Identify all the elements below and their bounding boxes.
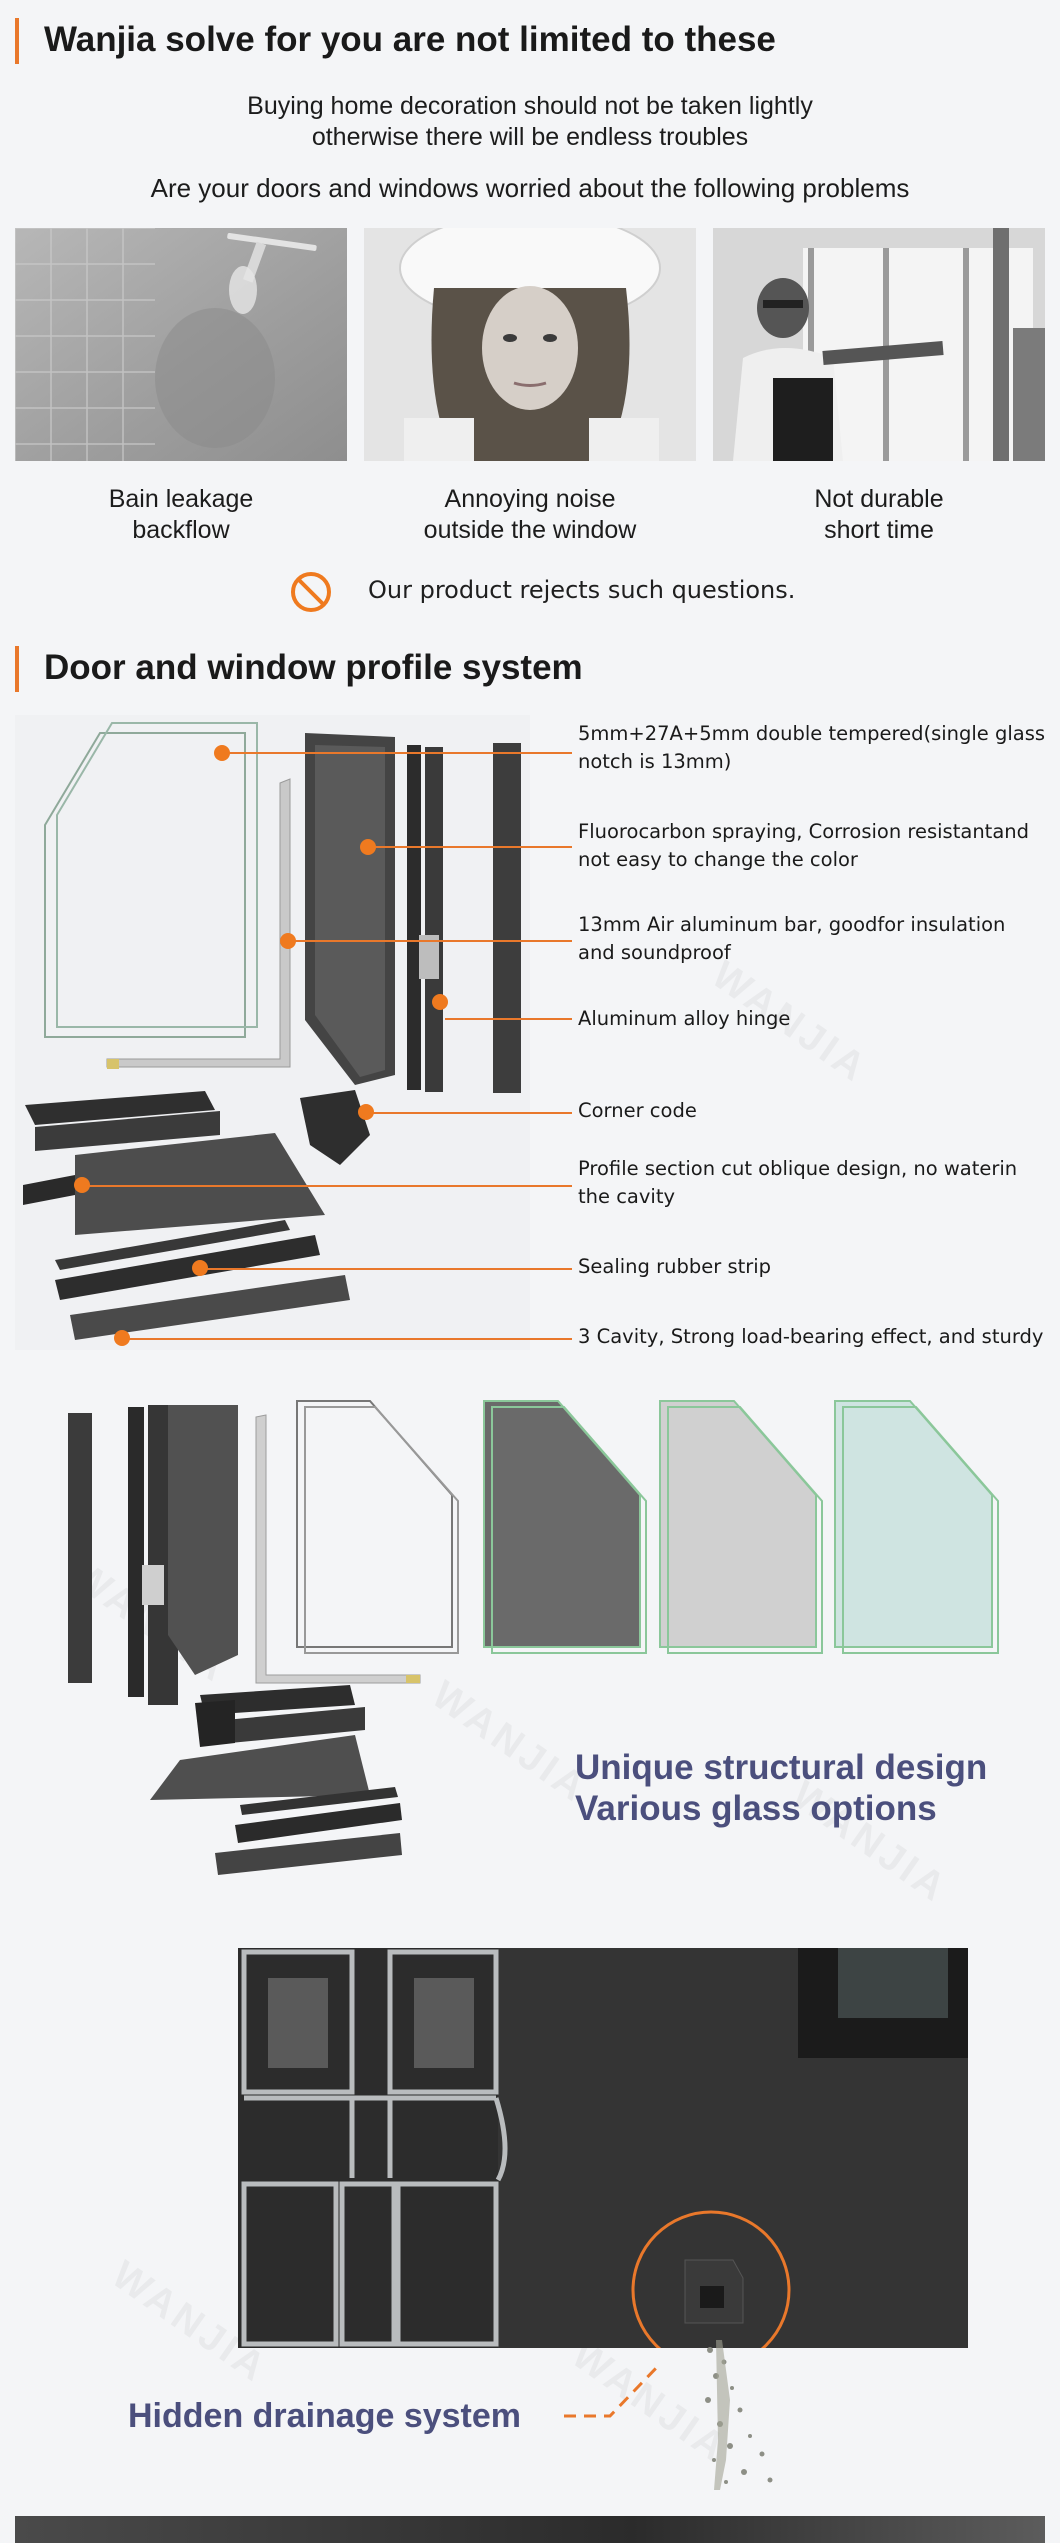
problem-caption: Bain leakage backflow	[15, 484, 347, 546]
callout-line	[82, 1185, 572, 1187]
callout-line	[222, 752, 572, 754]
section-title: Door and window profile system	[44, 648, 583, 687]
callout-dot	[280, 933, 296, 949]
water-droplets	[705, 2340, 773, 2490]
callout-line	[200, 1268, 572, 1270]
callout-line-text: Sealing rubber strip	[578, 1255, 772, 1278]
callout-dot	[192, 1260, 208, 1276]
section-accent-bar	[15, 646, 19, 692]
callout-dot	[114, 1330, 130, 1346]
callout-air-bar: 13mm Air aluminum bar, goodfor insulatio…	[578, 911, 1005, 967]
callout-line-text: 13mm Air aluminum bar, goodfor insulatio…	[578, 913, 1006, 936]
callout-line-text: not easy to change the color	[578, 848, 858, 871]
glass-options-heading: Various glass options	[575, 1789, 937, 1828]
callout-line	[445, 1018, 572, 1020]
caption-line: Annoying noise	[444, 485, 616, 513]
callout-line-text: Aluminum alloy hinge	[578, 1007, 791, 1030]
callout-glass: 5mm+27A+5mm double tempered(single glass…	[578, 720, 1045, 776]
callout-line-text: Corner code	[578, 1099, 697, 1122]
callout-line	[368, 846, 572, 848]
photo-rain-leakage	[15, 228, 347, 461]
subtitle-line: Buying home decoration should not be tak…	[247, 92, 813, 120]
caption-line: outside the window	[423, 516, 637, 544]
photo-noise	[364, 228, 696, 461]
next-section-image	[15, 2516, 1045, 2543]
caption-line: Bain leakage	[108, 485, 254, 513]
caption-line: backflow	[132, 516, 230, 544]
callout-line	[288, 940, 572, 942]
callout-fluorocarbon: Fluorocarbon spraying, Corrosion resista…	[578, 818, 1029, 874]
callout-dot	[214, 745, 230, 761]
callout-line-text: Profile section cut oblique design, no w…	[578, 1157, 1018, 1180]
glass-options-illustration	[20, 1385, 1050, 1915]
callout-line-text: and soundproof	[578, 941, 731, 964]
callout-line	[122, 1338, 572, 1340]
subtitle-line: otherwise there will be endless troubles	[311, 123, 749, 151]
caption-line: Not durable	[814, 485, 944, 513]
callout-dot	[432, 994, 448, 1010]
structural-design-heading: Unique structural design	[575, 1748, 988, 1787]
section-accent-bar	[15, 18, 19, 64]
callout-line-text: 5mm+27A+5mm double tempered(single glass	[578, 722, 1046, 745]
problem-caption: Not durable short time	[713, 484, 1045, 546]
callout-line-text: 3 Cavity, Strong load-bearing effect, an…	[578, 1325, 1044, 1348]
callout-hinge: Aluminum alloy hinge	[578, 1005, 790, 1033]
prohibited-icon	[291, 572, 331, 612]
callout-oblique-cut: Profile section cut oblique design, no w…	[578, 1155, 1017, 1211]
callout-line	[372, 1112, 572, 1114]
drainage-profile-illustration	[238, 1948, 968, 2348]
callout-dot	[360, 839, 376, 855]
callout-cavity: 3 Cavity, Strong load-bearing effect, an…	[578, 1323, 1043, 1351]
section-title: Wanjia solve for you are not limited to …	[44, 20, 776, 59]
profile-exploded-illustration	[15, 715, 530, 1350]
reject-text: Our product rejects such questions.	[368, 576, 796, 604]
callout-sealing-strip: Sealing rubber strip	[578, 1253, 771, 1281]
callout-corner-code: Corner code	[578, 1097, 697, 1125]
callout-line-text: Fluorocarbon spraying, Corrosion resista…	[578, 820, 1030, 843]
photo-durability	[713, 228, 1045, 461]
problem-caption: Annoying noise outside the window	[364, 484, 696, 546]
problem-question: Are your doors and windows worried about…	[150, 173, 910, 203]
caption-line: short time	[824, 516, 934, 544]
drainage-heading: Hidden drainage system	[128, 2397, 522, 2435]
callout-line-text: the cavity	[578, 1185, 676, 1208]
callout-line-text: notch is 13mm)	[578, 750, 732, 773]
drainage-pointer	[564, 2362, 662, 2418]
callout-dot	[74, 1177, 90, 1193]
callout-dot	[358, 1104, 374, 1120]
